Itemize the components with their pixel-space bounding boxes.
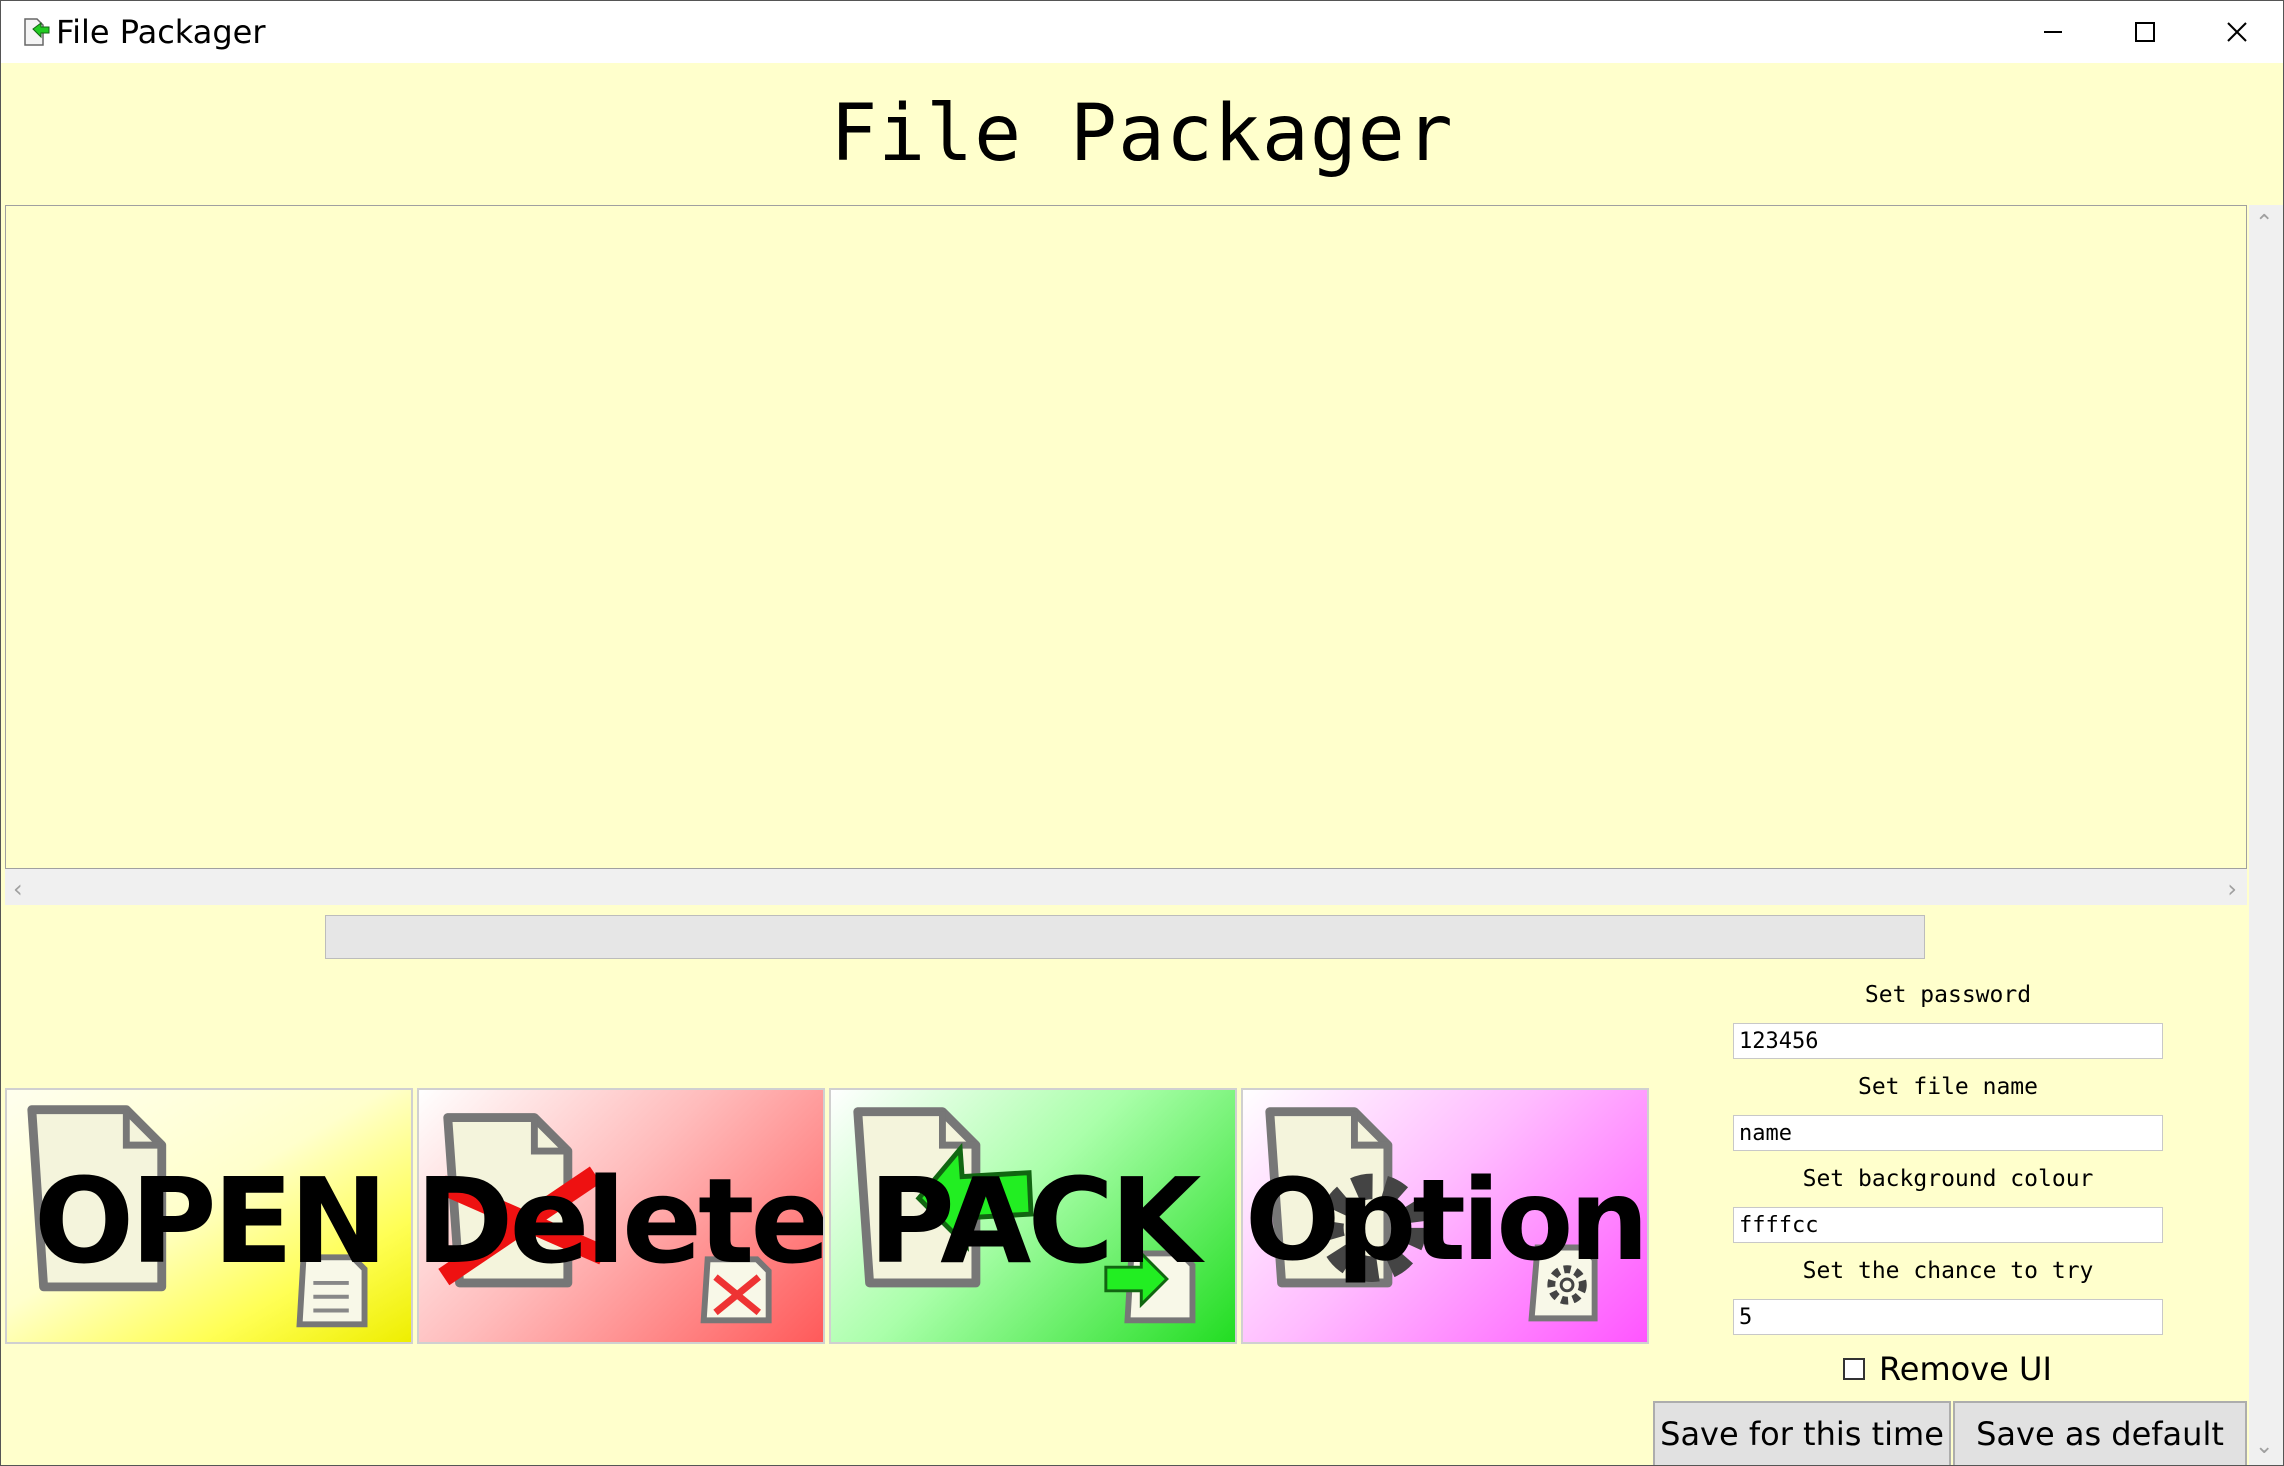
pack-file-icon — [853, 1107, 1196, 1324]
scroll-up-icon[interactable]: ⌃ — [2255, 211, 2274, 236]
delete-button[interactable]: Delete — [417, 1088, 825, 1344]
maximize-icon — [2135, 22, 2155, 42]
remove-ui-label: Remove UI — [1879, 1350, 2052, 1388]
bgcolour-input[interactable] — [1733, 1207, 2163, 1243]
password-label: Set password — [1864, 982, 2032, 1008]
scroll-left-icon[interactable]: ‹ — [13, 875, 23, 903]
window-title: File Packager — [56, 13, 266, 51]
scroll-down-icon[interactable]: ⌄ — [2255, 1434, 2274, 1459]
pack-button[interactable]: PACK — [829, 1088, 1237, 1344]
option-button[interactable]: Option — [1241, 1088, 1649, 1344]
horizontal-scrollbar[interactable]: ‹ › — [5, 869, 2247, 905]
save-as-default-button[interactable]: Save as default — [1953, 1401, 2247, 1465]
delete-file-icon — [437, 1113, 772, 1324]
progress-bar — [325, 915, 1925, 959]
bgcolour-label: Set background colour — [1802, 1166, 2094, 1192]
remove-ui-checkbox[interactable] — [1843, 1358, 1865, 1380]
maximize-button[interactable] — [2099, 1, 2191, 63]
option-label: Option — [1245, 1156, 1647, 1286]
page-title: File Packager — [830, 89, 1454, 179]
chance-label: Set the chance to try — [1802, 1258, 2094, 1284]
open-file-icon — [27, 1105, 368, 1328]
close-button[interactable] — [2191, 1, 2283, 63]
scroll-right-icon[interactable]: › — [2227, 875, 2237, 903]
vertical-scrollbar[interactable]: ⌃ ⌄ — [2249, 205, 2283, 1465]
minimize-icon — [2044, 31, 2062, 33]
minimize-button[interactable] — [2007, 1, 2099, 63]
file-list[interactable] — [5, 205, 2247, 869]
chance-input[interactable] — [1733, 1299, 2163, 1335]
close-icon — [2227, 22, 2247, 42]
open-label: OPEN — [33, 1152, 388, 1290]
password-input[interactable] — [1733, 1023, 2163, 1059]
delete-label: Delete — [417, 1152, 825, 1290]
option-gear-icon — [1265, 1107, 1598, 1322]
title-bar[interactable]: File Packager — [1, 1, 2283, 63]
open-button[interactable]: OPEN — [5, 1088, 413, 1344]
filename-input[interactable] — [1733, 1115, 2163, 1151]
save-for-this-time-button[interactable]: Save for this time — [1653, 1401, 1951, 1465]
filename-label: Set file name — [1857, 1074, 2038, 1100]
remove-ui-option[interactable]: Remove UI — [1843, 1349, 2052, 1389]
pack-label: PACK — [868, 1152, 1201, 1290]
package-arrow-icon — [24, 18, 50, 46]
